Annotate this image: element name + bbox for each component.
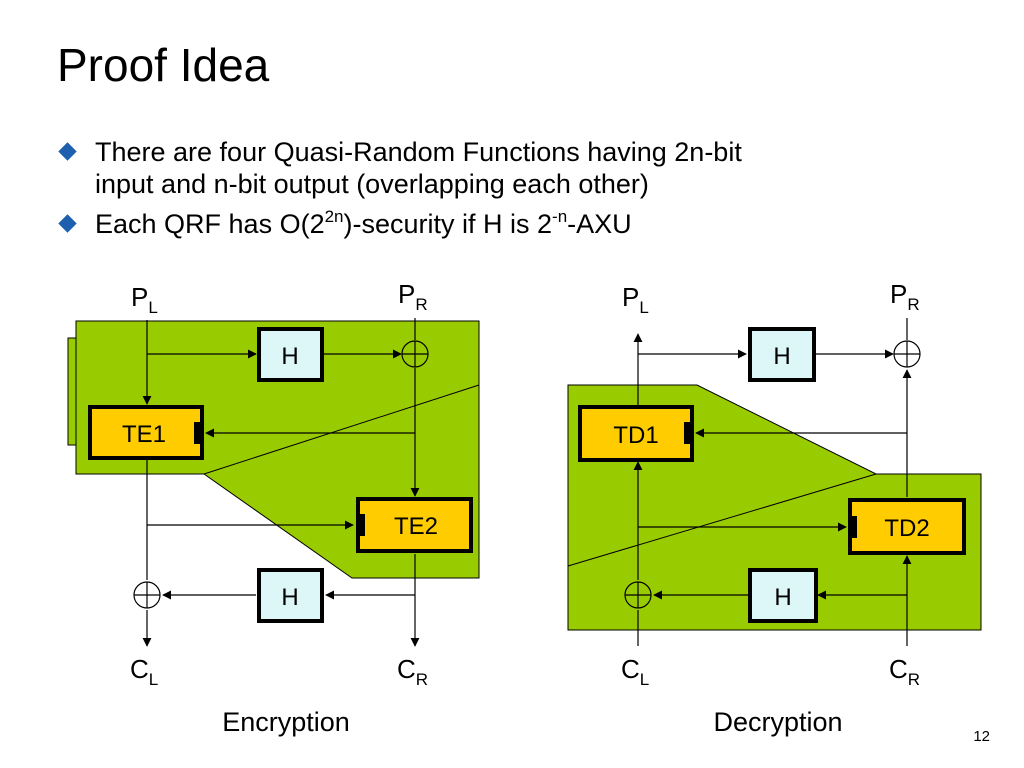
bullet-item-2: Each QRF has O(22n)-security if H is 2-n… bbox=[58, 208, 988, 240]
dec-h-top-label: H bbox=[773, 343, 790, 370]
dec-cr-label: CR bbox=[889, 654, 920, 689]
bullet-2-text-a: Each QRF has O(2 bbox=[95, 209, 325, 239]
dec-pl-label: PL bbox=[622, 282, 649, 317]
bullet-2-text-b: )-security if H is 2 bbox=[343, 209, 553, 239]
dec-xor-top-icon bbox=[893, 340, 921, 368]
enc-h-box-bottom: H bbox=[257, 568, 324, 623]
enc-te1-box: TE1 bbox=[88, 405, 204, 460]
enc-pl-label: PL bbox=[131, 282, 158, 317]
bullet-2-sup-1: 2n bbox=[324, 207, 344, 226]
enc-xor-top-icon bbox=[401, 340, 429, 368]
bullet-1-line-1: There are four Quasi-Random Functions ha… bbox=[95, 137, 742, 167]
enc-cl-label: CL bbox=[130, 654, 158, 689]
dec-td2-box: TD2 bbox=[848, 498, 966, 555]
dec-cl-label: CL bbox=[621, 654, 649, 689]
slide-title: Proof Idea bbox=[57, 39, 270, 91]
enc-region-diagonal bbox=[203, 384, 480, 475]
dec-h-box-top: H bbox=[748, 327, 816, 382]
dec-h-bottom-label: H bbox=[774, 584, 791, 611]
dec-xor-bottom-icon bbox=[624, 581, 652, 609]
enc-te2-box: TE2 bbox=[356, 497, 473, 553]
decryption-diagram: H H TD1 TD2 PL PR CL CR Decryption bbox=[567, 279, 982, 737]
enc-h-top-label: H bbox=[281, 343, 298, 370]
dec-h-box-bottom: H bbox=[748, 568, 818, 623]
bullet-item-1: There are four Quasi-Random Functions ha… bbox=[58, 136, 988, 200]
dec-region-diagonal bbox=[567, 473, 877, 567]
dec-td2-label: TD2 bbox=[884, 515, 929, 542]
bullet-2-sup-2: -n bbox=[552, 207, 568, 226]
enc-cr-label: CR bbox=[397, 654, 428, 689]
enc-pr-label: PR bbox=[398, 279, 428, 314]
enc-h-box-top: H bbox=[257, 327, 324, 382]
bullet-2-text-c: -AXU bbox=[567, 209, 632, 239]
enc-xor-bottom-icon bbox=[133, 581, 161, 609]
enc-caption: Encryption bbox=[222, 707, 350, 737]
enc-te1-label: TE1 bbox=[122, 421, 166, 448]
page-number: 12 bbox=[973, 728, 990, 745]
enc-h-bottom-label: H bbox=[281, 584, 298, 611]
dec-caption: Decryption bbox=[713, 707, 842, 737]
dec-td1-label: TD1 bbox=[613, 422, 658, 449]
dec-pr-label: PR bbox=[890, 279, 920, 314]
dec-td1-box: TD1 bbox=[578, 405, 694, 462]
enc-te2-label: TE2 bbox=[394, 513, 438, 540]
encryption-diagram: H H TE1 TE2 PL PR CL CR Encryption bbox=[67, 279, 480, 737]
bullet-1-line-2: input and n-bit output (overlapping each… bbox=[95, 169, 649, 199]
bullet-list: There are four Quasi-Random Functions ha… bbox=[58, 136, 988, 248]
